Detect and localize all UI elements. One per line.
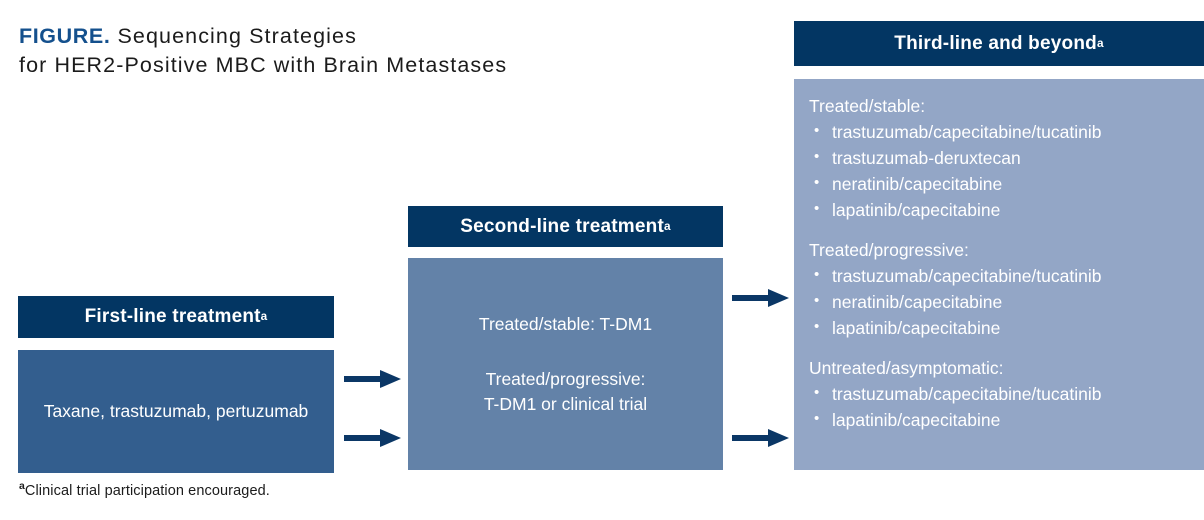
second-line-treated-progressive-detail: T-DM1 or clinical trial [483,393,648,414]
list-item: lapatinib/capecitabine [794,196,1204,223]
group-title: Untreated/asymptomatic: [809,358,1004,378]
third-line-group-treated-progressive: Treated/progressive: trastuzumab/capecit… [794,237,1204,341]
first-line-header-label: First-line treatment [84,306,261,327]
first-line-body-text: Taxane, trastuzumab, pertuzumab [43,401,309,421]
arrow-first-to-second-upper [344,368,402,390]
figure-title-line-2: for HER2-Positive MBC with Brain Metasta… [19,53,508,77]
figure-kicker: FIGURE. [19,24,111,48]
group-list: trastuzumab/capecitabine/tucatinib nerat… [794,262,1204,341]
list-item: trastuzumab-deruxtecan [794,144,1204,171]
list-item: lapatinib/capecitabine [794,406,1204,433]
figure-title: FIGURE. Sequencing Strategies for HER2-P… [19,22,739,80]
group-list: trastuzumab/capecitabine/tucatinib trast… [794,118,1204,223]
group-list: trastuzumab/capecitabine/tucatinib lapat… [794,380,1204,433]
second-line-body: Treated/stable: T-DM1 Treated/progressiv… [408,258,723,470]
list-item: neratinib/capecitabine [794,288,1204,315]
arrow-first-to-second-lower [344,427,402,449]
figure-footnote: aClinical trial participation encouraged… [19,481,270,499]
figure-title-line-1: Sequencing Strategies [110,24,357,48]
list-item: trastuzumab/capecitabine/tucatinib [794,380,1204,407]
third-line-body: Treated/stable: trastuzumab/capecitabine… [794,79,1204,470]
second-line-treated-stable: Treated/stable: T-DM1 [478,313,653,334]
group-title: Treated/stable: [809,96,926,116]
third-line-header-label: Third-line and beyond [894,32,1097,54]
first-line-body: Taxane, trastuzumab, pertuzumab [18,350,334,473]
list-item: neratinib/capecitabine [794,170,1204,197]
footnote-marker: a [19,481,25,493]
list-item: lapatinib/capecitabine [794,314,1204,341]
third-line-group-treated-stable: Treated/stable: trastuzumab/capecitabine… [794,93,1204,223]
second-line-header-label: Second-line treatment [460,215,664,237]
footnote-text: Clinical trial participation encouraged. [24,483,270,499]
third-line-group-untreated-asymptomatic: Untreated/asymptomatic: trastuzumab/cape… [794,355,1204,433]
list-item: trastuzumab/capecitabine/tucatinib [794,262,1204,289]
list-item: trastuzumab/capecitabine/tucatinib [794,118,1204,145]
group-title: Treated/progressive: [809,240,969,260]
arrow-second-to-third-lower [732,427,790,449]
arrow-second-to-third-upper [732,287,790,309]
second-line-treated-progressive-title: Treated/progressive: [485,368,646,389]
